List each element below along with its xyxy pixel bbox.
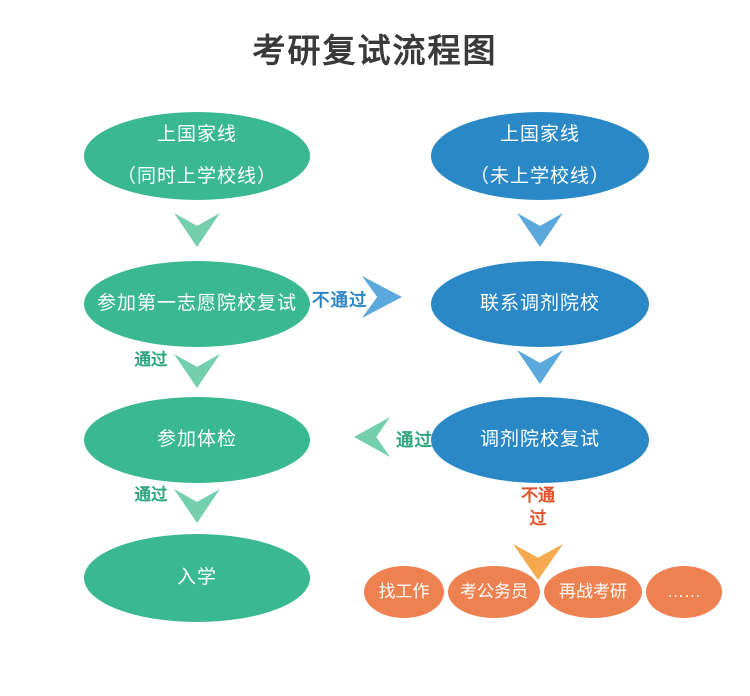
node-label: 联系调剂院校 bbox=[479, 293, 600, 315]
node-civil-service-exam: 考公务员 bbox=[448, 566, 540, 618]
node-label: 考公务员 bbox=[460, 581, 528, 601]
node-enrollment: 入学 bbox=[84, 534, 310, 622]
fail-label: 不通过 bbox=[521, 486, 555, 528]
node-other-options: …… bbox=[646, 566, 722, 618]
pass-label: 通过 bbox=[396, 430, 433, 450]
node-label: （未上学校线） bbox=[469, 166, 610, 187]
node-label: 入学 bbox=[176, 567, 217, 589]
page-title: 考研复试流程图 bbox=[252, 32, 498, 69]
node-label: 上国家线 bbox=[156, 124, 237, 146]
node-label: 找工作 bbox=[378, 581, 430, 601]
arrow-down-icon bbox=[174, 489, 220, 523]
node-contact-transfer-schools: 联系调剂院校 bbox=[431, 261, 649, 347]
node-label: …… bbox=[667, 581, 701, 601]
node-retake-exam: 再战考研 bbox=[544, 566, 642, 618]
node-label: 再战考研 bbox=[559, 581, 627, 601]
arrow-down-icon bbox=[174, 213, 220, 247]
node-transfer-school-reexam: 调剂院校复试 bbox=[431, 397, 649, 483]
arrow-down-icon bbox=[174, 354, 220, 388]
arrow-left-icon bbox=[354, 417, 390, 457]
node-physical-exam: 参加体检 bbox=[84, 397, 310, 483]
fail-label: 不通过 bbox=[312, 290, 368, 310]
pass-label: 通过 bbox=[134, 351, 168, 369]
node-label: （同时上学校线） bbox=[116, 166, 277, 187]
node-passed-national-not-school-line: 上国家线 （未上学校线） bbox=[431, 112, 649, 200]
node-label: 调剂院校复试 bbox=[479, 429, 600, 451]
node-label: 参加第一志愿院校复试 bbox=[96, 293, 297, 315]
node-find-job: 找工作 bbox=[364, 566, 444, 618]
node-passed-national-and-school-line: 上国家线 （同时上学校线） bbox=[84, 112, 310, 200]
node-label: 参加体检 bbox=[156, 429, 237, 451]
arrow-down-icon bbox=[517, 350, 563, 384]
pass-label: 通过 bbox=[134, 486, 168, 504]
arrow-down-icon bbox=[513, 544, 563, 580]
node-first-choice-reexam: 参加第一志愿院校复试 bbox=[84, 261, 310, 347]
arrow-right-icon bbox=[362, 276, 402, 318]
arrow-down-icon bbox=[517, 213, 563, 247]
node-label: 上国家线 bbox=[499, 124, 580, 146]
